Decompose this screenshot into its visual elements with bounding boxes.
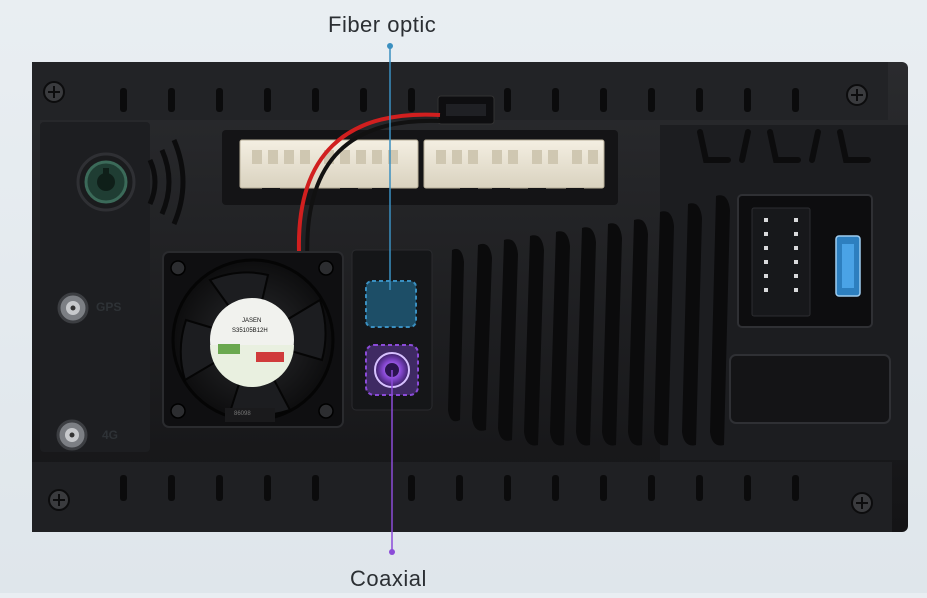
fiber-optic-label: Fiber optic (328, 12, 437, 37)
fan-model-text: S35105B12H (232, 328, 268, 334)
center-vent-fins (448, 195, 730, 446)
fiber-optic-port (365, 280, 417, 328)
corner-screws (43, 81, 873, 514)
fan-brand-text: JASEN (242, 318, 262, 324)
coaxial-label: Coaxial (350, 566, 427, 591)
signal-arcs (147, 139, 186, 225)
fan-wire-black (305, 118, 441, 271)
bottom-vent-slots (120, 475, 799, 501)
fourg-port-label: 4G (102, 428, 119, 442)
fourg-antenna-port (56, 419, 88, 451)
gps-antenna-port (57, 292, 89, 324)
top-vent-slots (120, 88, 799, 112)
gps-port-label: GPS (96, 300, 122, 314)
fan-serial-plate (225, 408, 275, 422)
fan-serial-text: 86098 (234, 411, 251, 417)
iso-connector-pins (764, 218, 798, 292)
fan-screws (170, 260, 334, 419)
fan-wire-red (296, 112, 441, 271)
right-lower-panel (729, 354, 891, 424)
right-top-fins (697, 129, 871, 163)
